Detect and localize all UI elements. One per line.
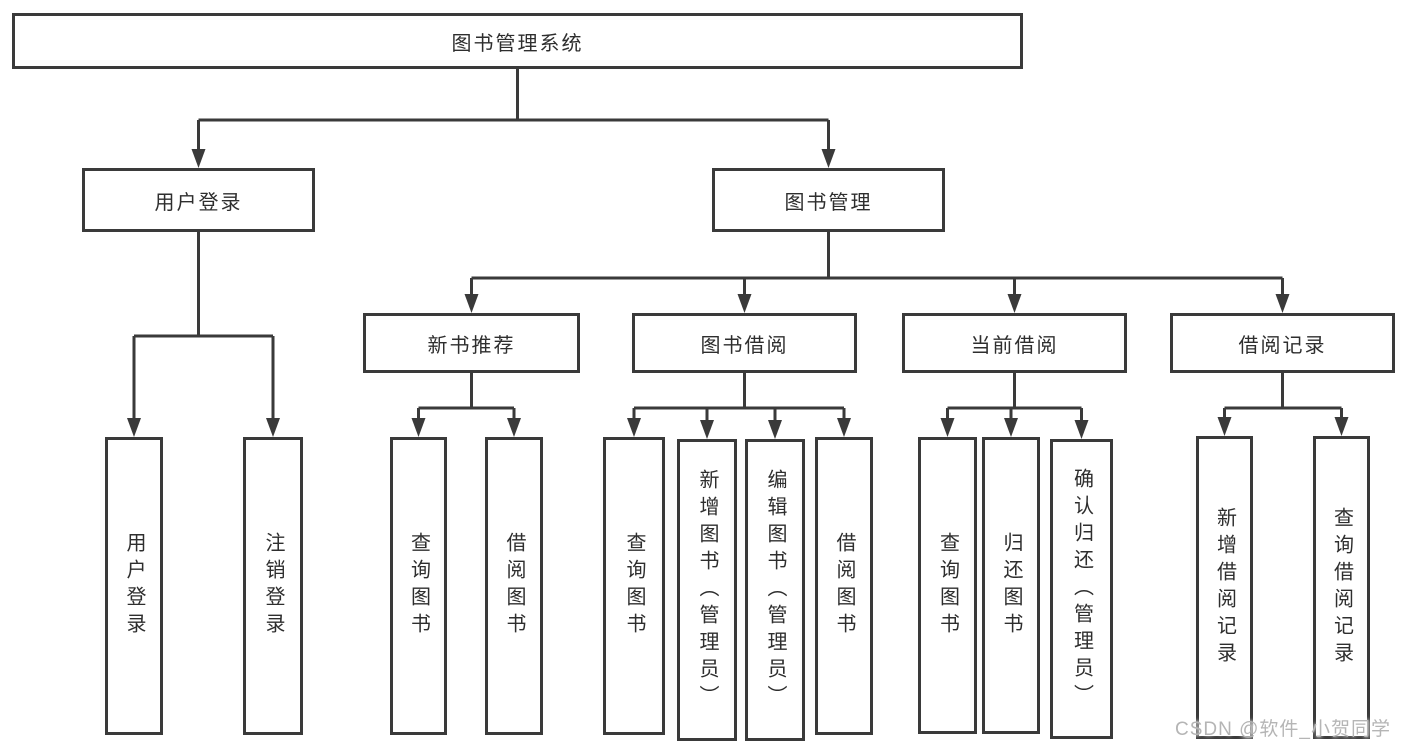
edge-book-borrow-children: [627, 373, 851, 439]
leaf-bb-query-books: 查询图书: [603, 437, 665, 735]
leaf-cb-query-books-label: 查询图书: [936, 531, 959, 640]
leaf-br-query-record: 查询借阅记录: [1313, 436, 1370, 739]
edge-borrow-records-children: [1217, 373, 1349, 436]
leaf-rec-query-books: 查询图书: [390, 437, 447, 735]
node-root: 图书管理系统: [12, 13, 1023, 69]
leaf-logout: 注销登录: [243, 437, 303, 735]
leaf-cb-return-books: 归还图书: [982, 437, 1040, 734]
edge-current-borrow-children: [940, 373, 1089, 439]
leaf-rec-query-books-label: 查询图书: [407, 532, 430, 640]
leaf-br-add-record-label: 新增借阅记录: [1213, 506, 1236, 669]
node-user-login: 用户登录: [82, 168, 315, 232]
csdn-watermark: CSDN @软件_小贺同学: [1175, 719, 1391, 740]
edge-book-mgmt-children: [464, 232, 1290, 313]
node-user-login-label: 用户登录: [154, 191, 243, 214]
leaf-user-login-label: 用户登录: [123, 532, 145, 640]
node-book-borrow: 图书借阅: [632, 313, 857, 373]
node-book-borrow-label: 图书借阅: [700, 334, 789, 357]
node-borrow-records: 借阅记录: [1170, 313, 1395, 373]
leaf-bb-borrow-books-label: 借阅图书: [833, 532, 855, 640]
node-current-borrow-label: 当前借阅: [970, 334, 1059, 357]
node-root-label: 图书管理系统: [451, 32, 584, 55]
node-book-mgmt: 图书管理: [712, 168, 945, 232]
node-new-book-rec-label: 新书推荐: [427, 334, 516, 357]
leaf-rec-borrow-books-label: 借阅图书: [503, 532, 525, 640]
edge-user-login-children: [127, 232, 280, 437]
leaf-br-query-record-label: 查询借阅记录: [1330, 506, 1353, 669]
leaf-cb-return-books-label: 归还图书: [1000, 531, 1022, 640]
leaf-cb-query-books: 查询图书: [918, 437, 977, 734]
leaf-bb-edit-books-admin-label: 编辑图书（管理员）: [764, 468, 786, 712]
leaf-bb-edit-books-admin: 编辑图书（管理员）: [745, 439, 805, 741]
node-book-mgmt-label: 图书管理: [784, 191, 873, 214]
node-current-borrow: 当前借阅: [902, 313, 1127, 373]
edge-new-book-rec-children: [411, 373, 521, 437]
leaf-bb-borrow-books: 借阅图书: [815, 437, 873, 735]
leaf-user-login: 用户登录: [105, 437, 163, 735]
leaf-logout-label: 注销登录: [262, 532, 284, 640]
leaf-cb-confirm-return-admin: 确认归还（管理员）: [1050, 439, 1113, 739]
leaf-br-add-record: 新增借阅记录: [1196, 436, 1253, 739]
leaf-bb-add-books-admin-label: 新增图书（管理员）: [696, 468, 718, 712]
leaf-cb-confirm-return-admin-label: 确认归还（管理员）: [1070, 467, 1093, 711]
node-new-book-rec: 新书推荐: [363, 313, 580, 373]
leaf-bb-query-books-label: 查询图书: [623, 532, 645, 640]
edge-root-children: [191, 68, 836, 168]
leaf-bb-add-books-admin: 新增图书（管理员）: [677, 439, 737, 741]
leaf-rec-borrow-books: 借阅图书: [485, 437, 543, 735]
node-borrow-records-label: 借阅记录: [1238, 334, 1327, 357]
